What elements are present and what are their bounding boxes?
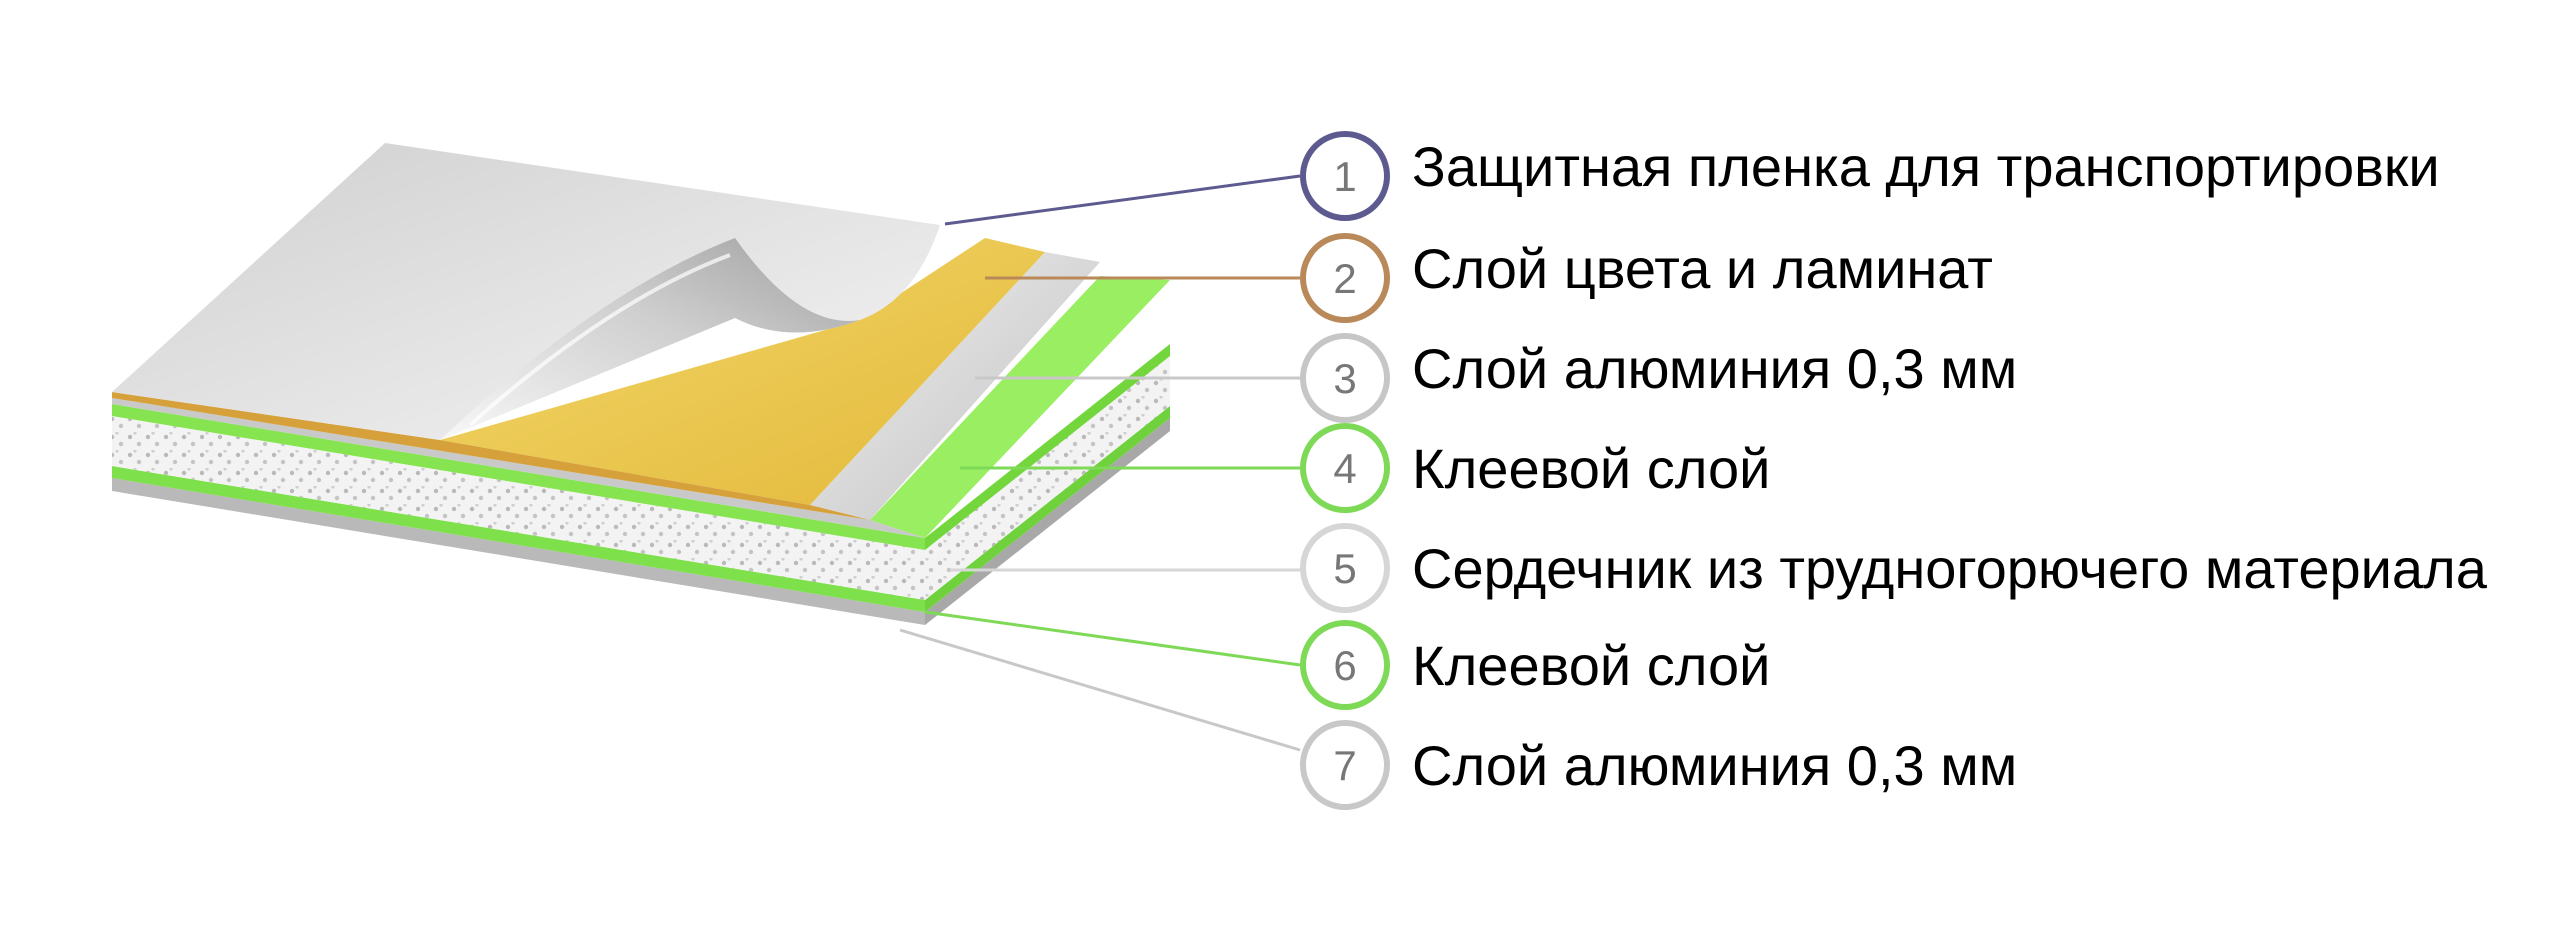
legend-item-4: 4 Клеевой слой [1300, 423, 1770, 513]
legend-ring-4 [1300, 423, 1390, 513]
legend-label-3: Слой алюминия 0,3 мм [1412, 337, 2017, 400]
legend: 1 Защитная пленка для транспортировки 2 … [1300, 131, 2488, 810]
legend-number-4: 4 [1333, 445, 1356, 492]
layer-2-edge [112, 392, 870, 520]
legend-item-5: 5 Сердечник из трудногорючего материала [1300, 523, 2488, 613]
legend-label-6: Клеевой слой [1412, 634, 1770, 697]
legend-number-2: 2 [1333, 255, 1356, 302]
layer-4-upper-adhesive-front [112, 404, 925, 550]
legend-number-5: 5 [1333, 545, 1356, 592]
layer-2-colour-laminate [440, 238, 1045, 505]
leader-lines [899, 174, 1301, 752]
layer-1-protective-film [112, 143, 940, 440]
legend-ring-3 [1300, 333, 1390, 423]
legend-label-1: Защитная пленка для транспортировки [1412, 135, 2440, 198]
leader-line-7 [899, 628, 1301, 752]
layer-7-side [925, 418, 1170, 625]
layer-6-lower-adhesive [112, 466, 925, 612]
layer-4-upper-adhesive-side [925, 344, 1170, 550]
legend-ring-2 [1300, 233, 1390, 323]
layer-5-core-front [112, 416, 925, 600]
legend-ring-1 [1300, 131, 1390, 221]
layer-4-upper-adhesive-top [870, 276, 1170, 538]
layer-1-peeled-curl [440, 238, 860, 440]
layer-7-bottom-aluminium [112, 478, 925, 625]
legend-number-1: 1 [1333, 153, 1356, 200]
leader-line-1 [944, 174, 1301, 226]
legend-item-1: 1 Защитная пленка для транспортировки [1300, 131, 2440, 221]
legend-item-7: 7 Слой алюминия 0,3 мм [1300, 720, 2017, 810]
panel-illustration [112, 143, 1170, 625]
legend-ring-6 [1300, 620, 1390, 710]
legend-label-4: Клеевой слой [1412, 437, 1770, 500]
legend-item-2: 2 Слой цвета и ламинат [1300, 233, 1993, 323]
legend-number-3: 3 [1333, 355, 1356, 402]
layer-6-side [925, 406, 1170, 612]
legend-label-2: Слой цвета и ламинат [1412, 237, 1993, 300]
legend-item-6: 6 Клеевой слой [1300, 620, 1770, 710]
legend-number-6: 6 [1333, 642, 1356, 689]
leader-line-6 [924, 610, 1301, 667]
legend-label-7: Слой алюминия 0,3 мм [1412, 734, 2017, 797]
layer-3-edge [112, 398, 925, 538]
layer-5-core-side [925, 356, 1170, 600]
layer-3-top-aluminium [810, 252, 1100, 520]
layer-1-curl-highlight [468, 253, 731, 427]
legend-ring-7 [1300, 720, 1390, 810]
legend-item-3: 3 Слой алюминия 0,3 мм [1300, 333, 2017, 423]
legend-label-5: Сердечник из трудногорючего материала [1412, 537, 2488, 600]
legend-number-7: 7 [1333, 742, 1356, 789]
legend-ring-5 [1300, 523, 1390, 613]
